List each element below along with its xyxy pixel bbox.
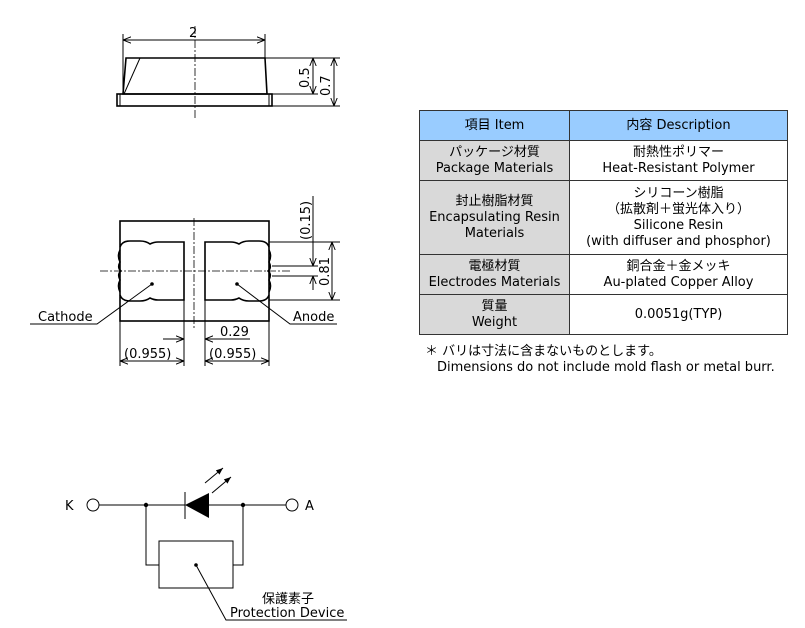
header-description: 内容 Description [569,110,788,141]
dim-left-width: (0.955) [124,347,171,362]
desc-jp: 耐熱性ポリマー [632,144,724,160]
circuit-diagram [86,467,347,621]
desc-en: Au-plated Copper Alloy [603,274,754,290]
cathode-label: Cathode [38,310,93,325]
desc-en: Silicone Resin [633,217,724,233]
dim-width: 2 [189,26,197,41]
desc-jp: 銅合金＋金メッキ [626,258,731,274]
desc-en-2: (with diffuser and phosphor) [586,233,771,249]
dim-body-height: 0.5 [298,67,313,88]
item-en: Package Materials [435,160,554,176]
item-jp: 電極材質 [468,258,521,274]
note-en: Dimensions do not include mold flash or … [437,360,775,375]
a-terminal-label: A [305,499,314,514]
item-en: Encapsulating Resin [429,209,560,225]
protection-device-en: Protection Device [230,606,344,621]
item-jp: 封止樹脂材質 [455,193,534,209]
led-diode-icon [185,493,209,518]
item-en: Weight [471,314,518,330]
protection-device-jp: 保護素子 [262,591,314,607]
side-view [116,26,340,118]
desc-value: 0.0051g(TYP) [634,306,723,322]
desc-jp-2: （拡散剤＋蛍光体入り） [606,201,750,217]
dim-gap: 0.29 [220,325,249,340]
item-en: Electrodes Materials [428,274,561,290]
desc-en: Heat-Resistant Polymer [602,160,755,176]
dim-total-height: 0.7 [319,75,334,96]
dim-081: 0.81 [318,257,333,286]
note-jp: ＊ バリは寸法に含まないものとします。 [425,344,662,359]
header-item: 項目 Item [419,110,570,141]
desc-jp: シリコーン樹脂 [633,185,724,201]
dim-right-width: (0.955) [209,347,256,362]
dim-015: (0.15) [299,201,314,240]
protection-device-box [158,540,234,589]
item-en-2: Materials [464,225,525,241]
item-jp: 質量 [481,298,508,314]
anode-label: Anode [293,310,334,325]
top-view [30,196,340,366]
k-terminal-label: K [65,499,74,514]
dimension-note: ＊ バリは寸法に含まないものとします。 Dimensions do not in… [425,344,775,376]
item-jp: パッケージ材質 [449,144,540,160]
